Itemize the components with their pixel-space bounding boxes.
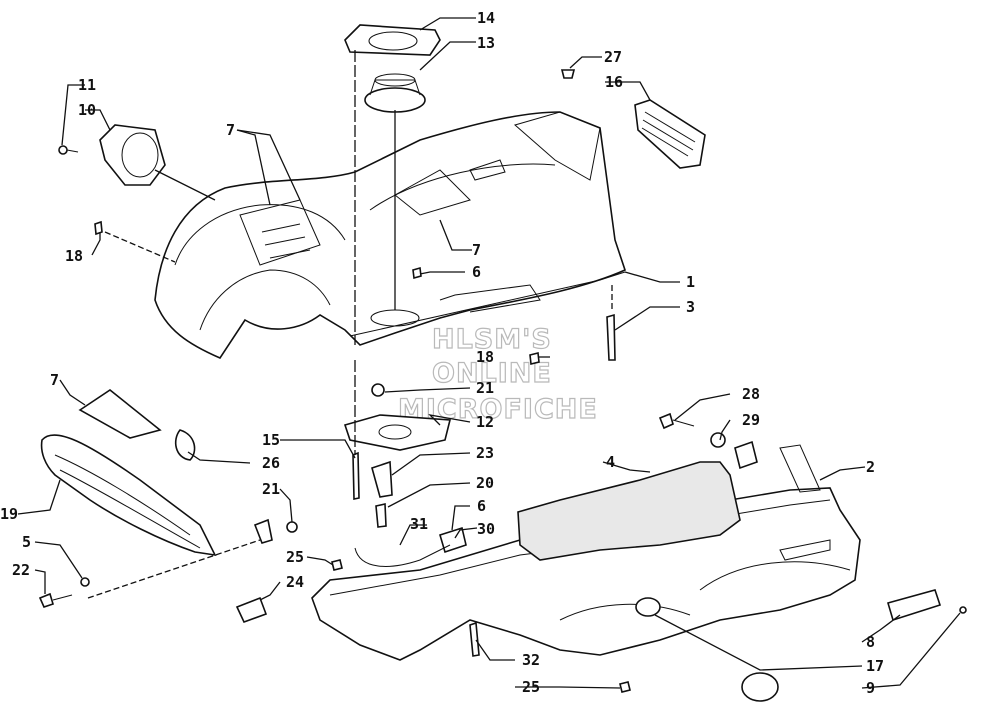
- callout-7-mid: 7: [472, 241, 481, 259]
- side-panel-part: [40, 434, 217, 557]
- callout-23: 23: [476, 444, 494, 462]
- callout-15: 15: [262, 431, 280, 449]
- callout-labels: 14 13 27 16 11 10 7 18 7 6 1 3 18 21 12 …: [0, 9, 884, 697]
- callout-7-top: 7: [226, 121, 235, 139]
- callout-21-mid: 21: [476, 379, 494, 397]
- callout-12: 12: [476, 413, 494, 431]
- callout-6-low: 6: [477, 497, 486, 515]
- callout-7-left: 7: [50, 371, 59, 389]
- callout-6-top: 6: [472, 263, 481, 281]
- callout-32: 32: [522, 651, 540, 669]
- mount-plate-part: [343, 383, 452, 451]
- callout-14: 14: [477, 9, 495, 27]
- callout-16: 16: [605, 73, 623, 91]
- callout-9: 9: [866, 679, 875, 697]
- callout-28: 28: [742, 385, 760, 403]
- callout-8: 8: [866, 633, 875, 651]
- callout-20: 20: [476, 474, 494, 492]
- callout-24: 24: [286, 573, 304, 591]
- upper-hood-part: [154, 111, 626, 360]
- callout-18-mid: 18: [476, 348, 494, 366]
- callout-21-left: 21: [262, 480, 280, 498]
- hardware-parts: [38, 220, 967, 702]
- callout-1: 1: [686, 273, 695, 291]
- callout-22: 22: [12, 561, 30, 579]
- leader-lines: [17, 17, 961, 689]
- callout-13: 13: [477, 34, 495, 52]
- callout-31: 31: [410, 515, 428, 533]
- callout-2: 2: [866, 458, 875, 476]
- callout-5: 5: [22, 533, 31, 551]
- callout-3: 3: [686, 298, 695, 316]
- watermark: HLSM'S ONLINE MICROFICHE: [397, 323, 597, 425]
- callout-25-mid: 25: [286, 548, 304, 566]
- decal-part: [78, 389, 162, 439]
- callout-19: 19: [0, 505, 18, 523]
- fill-neck-parts: [344, 24, 441, 113]
- headlight-housing-part: [58, 124, 166, 186]
- callout-26: 26: [262, 454, 280, 472]
- callout-27: 27: [604, 48, 622, 66]
- callout-18-left: 18: [65, 247, 83, 265]
- watermark-line-1: HLSM'S: [432, 324, 552, 355]
- callout-10: 10: [78, 101, 96, 119]
- callout-4: 4: [606, 453, 615, 471]
- seat-pad-part: [517, 461, 741, 561]
- callout-25-low: 25: [522, 678, 540, 696]
- callout-30: 30: [477, 520, 495, 538]
- callout-17: 17: [866, 657, 884, 675]
- callout-29: 29: [742, 411, 760, 429]
- callout-11: 11: [78, 76, 96, 94]
